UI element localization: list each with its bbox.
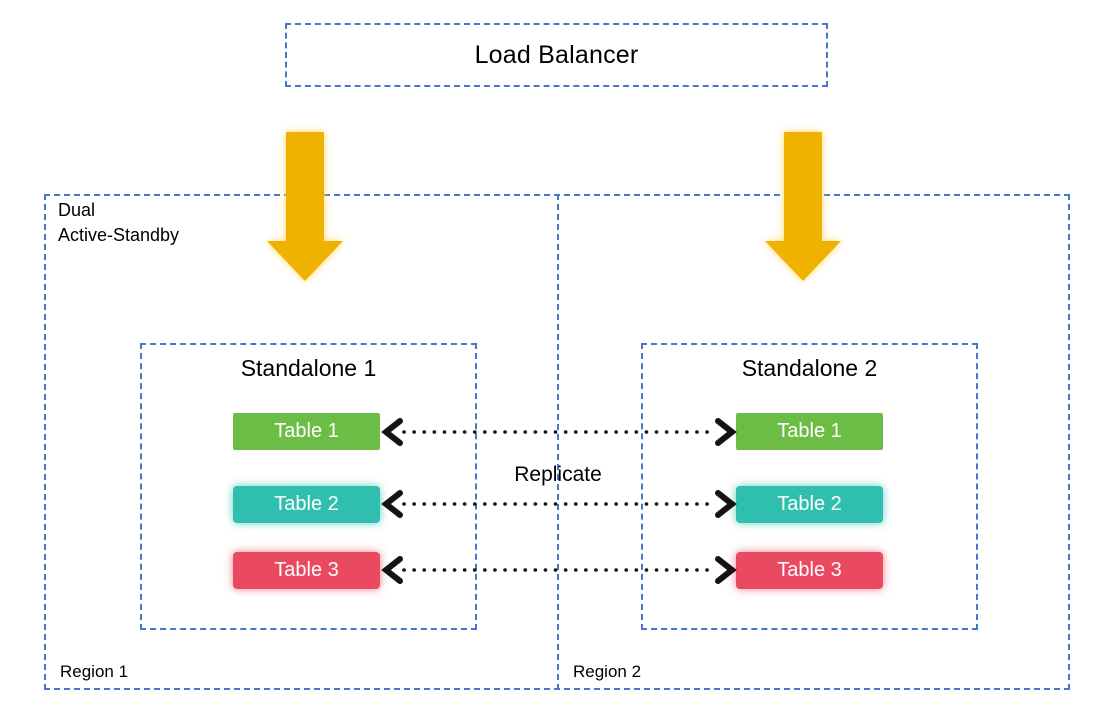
standalone2-table-2-label: Table 2 [777,493,842,515]
dual-label-line2: Active-Standby [58,225,180,246]
region-2-label: Region 2 [573,662,642,681]
standalone2-table-1-chip: Table 1 [736,413,883,450]
standalone2-table-1-label: Table 1 [777,420,842,442]
replicate-label: Replicate [514,463,602,486]
standalone1-table-3-chip: Table 3 [233,552,380,589]
standalone1-table-1-chip: Table 1 [233,413,380,450]
standalone-2-title: Standalone 2 [741,355,878,381]
region-divider-line [557,194,559,690]
standalone1-table-3-label: Table 3 [274,559,339,581]
load-balancer-box: Load Balancer [285,23,828,87]
standalone-1-title: Standalone 1 [240,355,377,381]
dual-label-line1: Dual [58,200,96,220]
standalone1-table-2-label: Table 2 [274,493,339,515]
load-balancer-label: Load Balancer [474,40,639,69]
standalone1-table-1-label: Table 1 [274,420,339,442]
standalone-2-box: Standalone 2 [641,343,978,630]
dual-active-standby-label: Dual Active-Standby [58,198,179,248]
region-1-label: Region 1 [60,662,129,681]
standalone-1-box: Standalone 1 [140,343,477,630]
standalone2-table-3-label: Table 3 [777,559,842,581]
standalone2-table-3-chip: Table 3 [736,552,883,589]
standalone2-table-2-chip: Table 2 [736,486,883,523]
standalone1-table-2-chip: Table 2 [233,486,380,523]
